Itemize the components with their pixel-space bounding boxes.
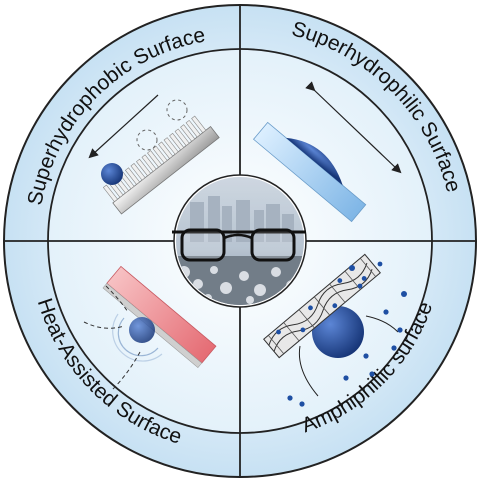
roll-off-arrow-icon bbox=[88, 94, 159, 159]
superhydrophilic-illustration bbox=[252, 81, 402, 223]
spreading-arrow-icon bbox=[305, 81, 402, 174]
foggy-glasses-city-photo bbox=[172, 174, 307, 308]
droplet-trace-icon bbox=[166, 99, 188, 121]
evaporating-droplet-icon bbox=[129, 317, 155, 343]
amphiphilic-molecules-icon bbox=[287, 261, 407, 407]
molecule-chain-icon bbox=[365, 315, 399, 333]
vapor-path-icon bbox=[111, 351, 141, 391]
molecule-chain-icon bbox=[298, 345, 319, 397]
heat-assisted-illustration bbox=[83, 265, 217, 391]
heat-wave-icon bbox=[117, 317, 159, 357]
rolling-droplet-icon bbox=[101, 163, 123, 185]
amphiphillic-illustration bbox=[263, 253, 407, 407]
textured-plate-icon bbox=[102, 115, 220, 215]
vapor-path-icon bbox=[105, 285, 129, 313]
superhydrophobic-illustration bbox=[88, 94, 220, 215]
vapor-path-icon bbox=[83, 321, 125, 329]
droplet-trace-icon bbox=[136, 129, 158, 151]
heat-wave-icon bbox=[112, 313, 163, 362]
coated-plate-icon bbox=[263, 253, 381, 359]
eyeglasses-icon bbox=[172, 228, 306, 262]
